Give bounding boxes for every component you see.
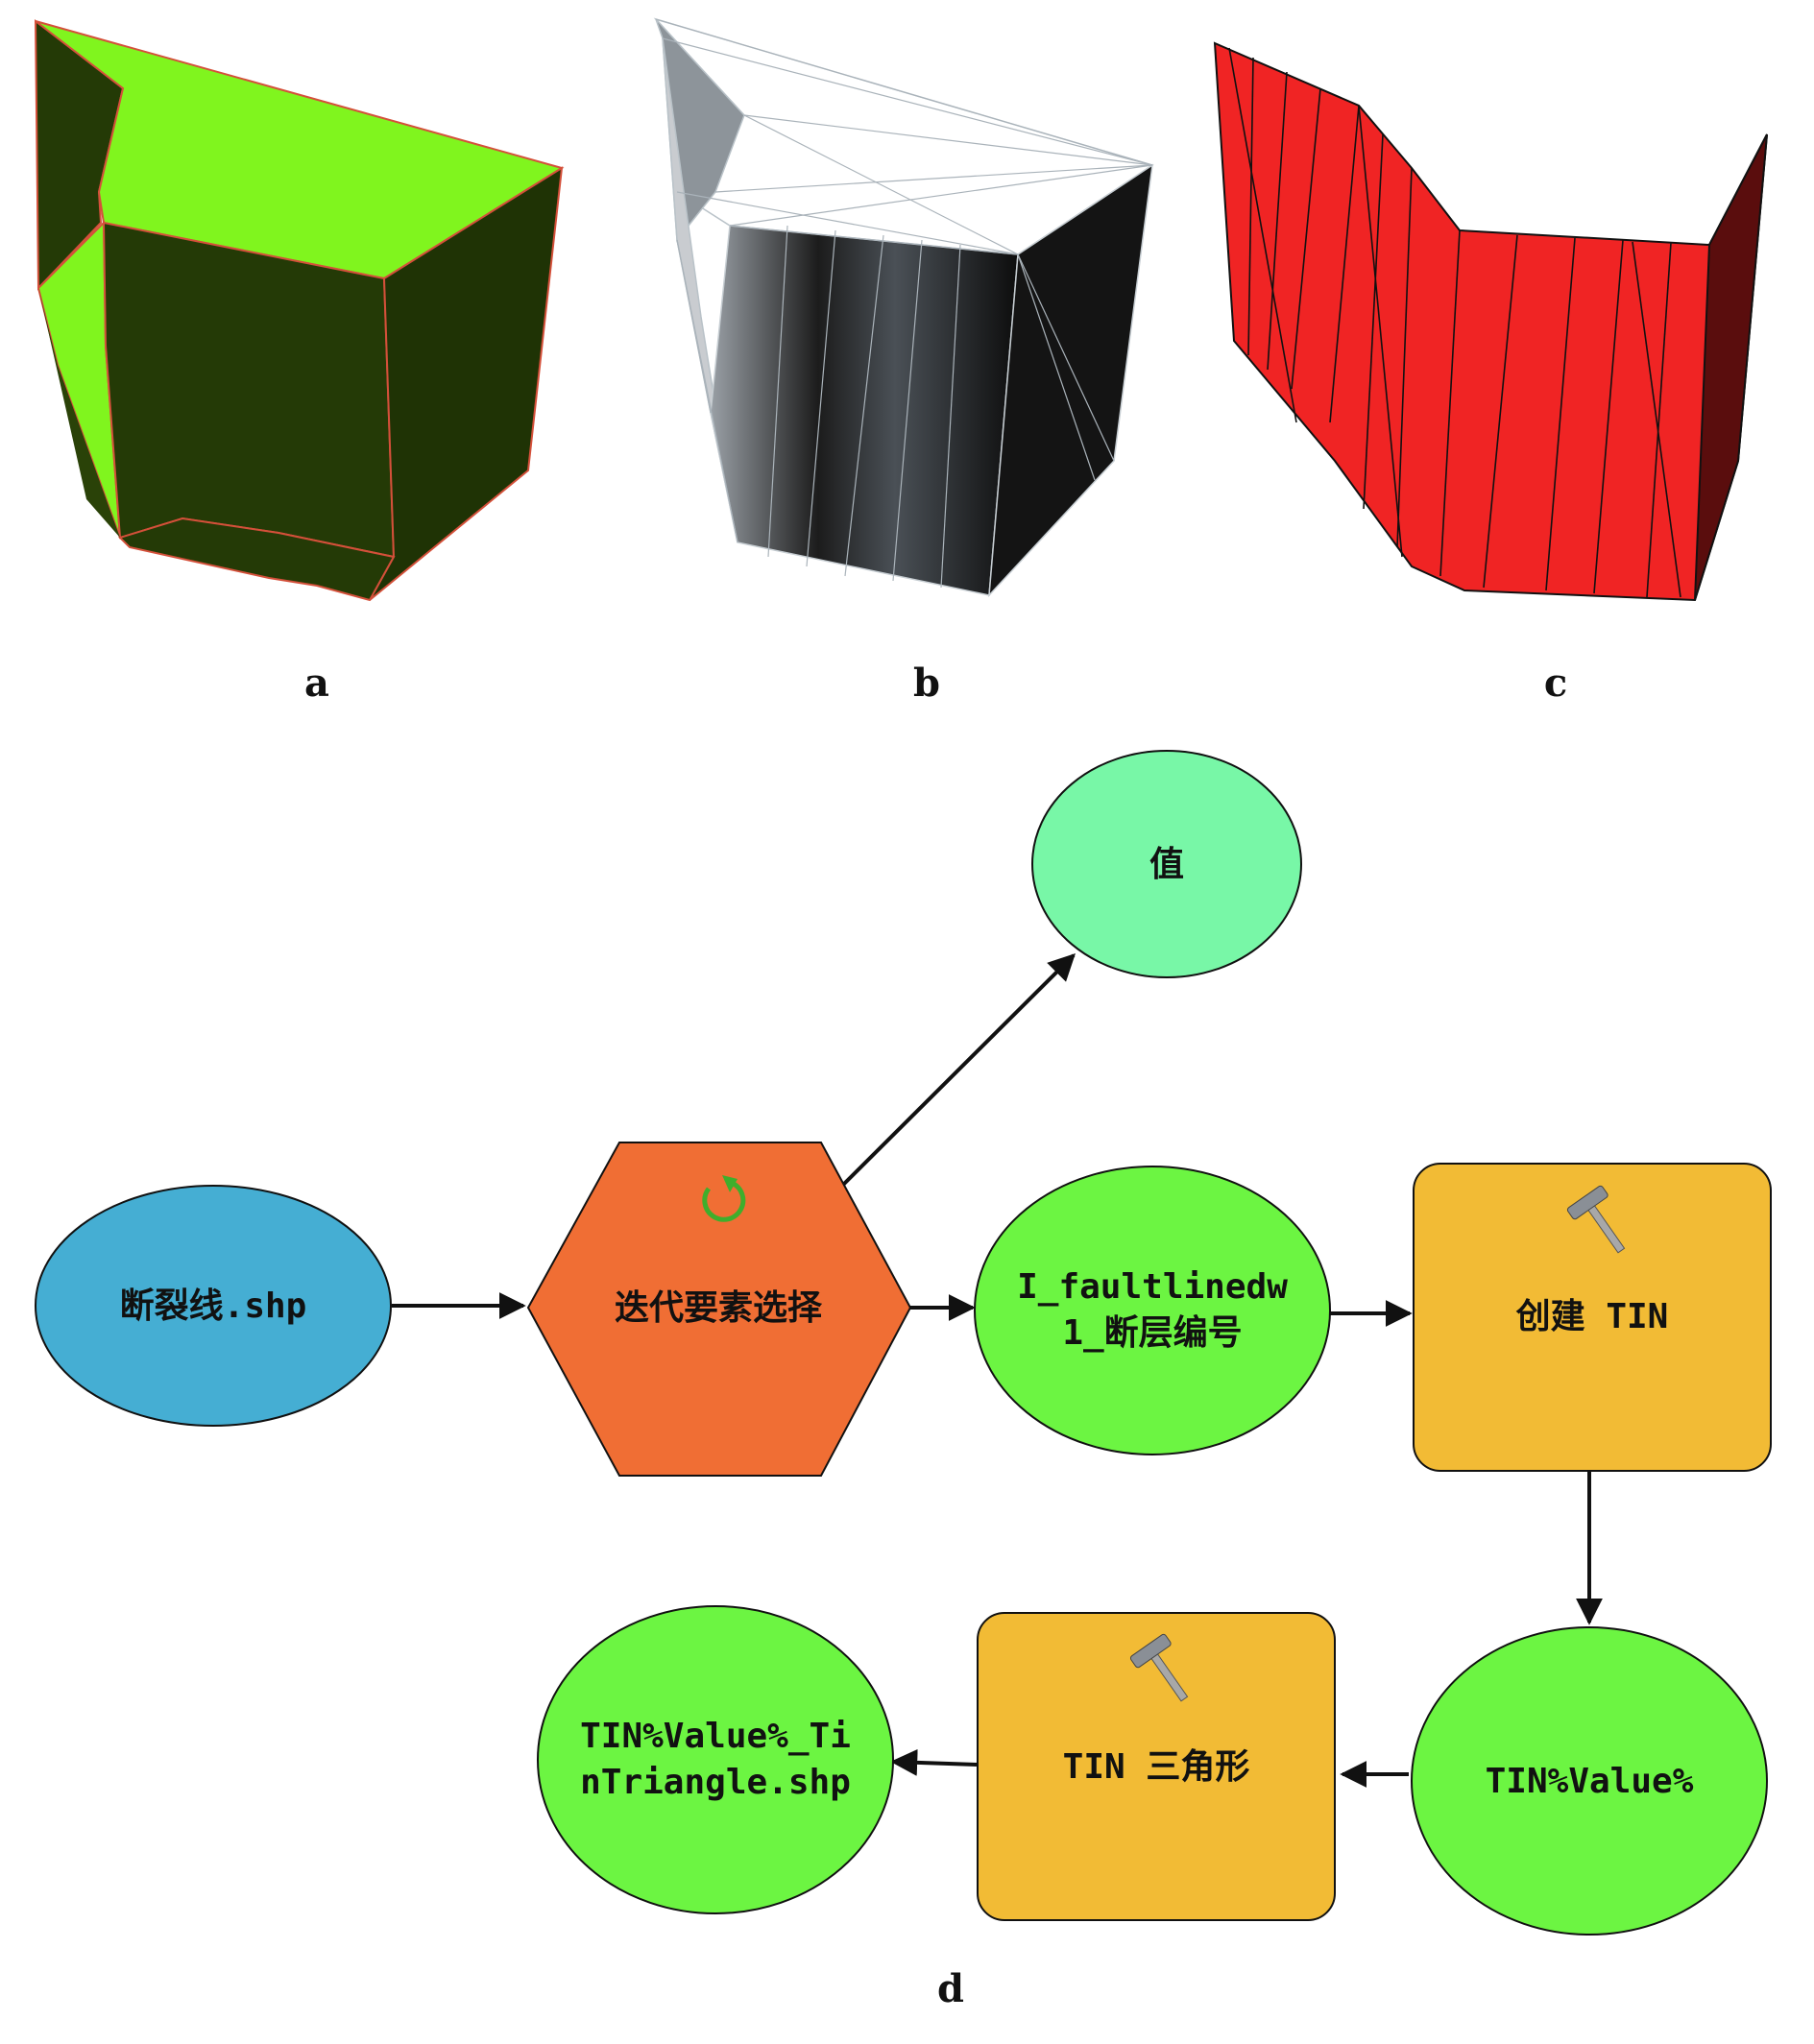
node-input-label: 断裂线.shp — [120, 1287, 307, 1326]
panel-label-a: a — [304, 661, 329, 706]
node-input-shapefile[interactable]: 断裂线.shp — [35, 1185, 392, 1427]
node-create-tin-label: 创建 TIN — [1516, 1297, 1669, 1336]
node-feature-label-line1: I_faultlinedw — [1017, 1267, 1288, 1307]
node-output-label-line2: nTriangle.shp — [580, 1763, 851, 1802]
node-output-label-line1: TIN%Value%_Ti — [580, 1717, 851, 1756]
node-tool-tin-triangle[interactable]: TIN 三角形 — [977, 1612, 1336, 1921]
node-feature-variable[interactable]: I_faultlinedw 1_断层编号 — [974, 1166, 1331, 1455]
arrow-iterator-to-value — [838, 953, 1076, 1190]
hammer-icon — [1129, 1633, 1189, 1702]
node-tin-value-variable[interactable]: TIN%Value% — [1411, 1626, 1768, 1936]
panel-label-d: d — [937, 1966, 964, 2011]
node-tool-create-tin[interactable]: 创建 TIN — [1413, 1163, 1772, 1472]
flow-connectors — [392, 953, 1603, 1788]
node-tin-value-label: TIN%Value% — [1486, 1762, 1694, 1801]
panel-b-model — [653, 17, 1154, 598]
panel-label-c: c — [1544, 661, 1567, 706]
node-value-label: 值 — [1149, 845, 1184, 884]
node-iterate-feature-selection[interactable]: 迭代要素选择 — [526, 1142, 912, 1477]
node-tin-triangle-label: TIN 三角形 — [1063, 1747, 1250, 1787]
iterate-icon — [702, 1175, 746, 1222]
node-output-shapefile[interactable]: TIN%Value%_Ti nTriangle.shp — [537, 1605, 894, 1914]
panel-a-model — [34, 18, 565, 602]
panel-c-model — [1213, 41, 1768, 602]
node-value-output[interactable]: 值 — [1031, 750, 1302, 978]
panel-label-b: b — [913, 661, 940, 706]
arrow-tin-triangle-to-output — [890, 1748, 979, 1776]
hammer-icon — [1566, 1185, 1626, 1254]
node-iterator-label: 迭代要素选择 — [615, 1288, 823, 1328]
node-feature-label-line2: 1_断层编号 — [1062, 1313, 1242, 1353]
